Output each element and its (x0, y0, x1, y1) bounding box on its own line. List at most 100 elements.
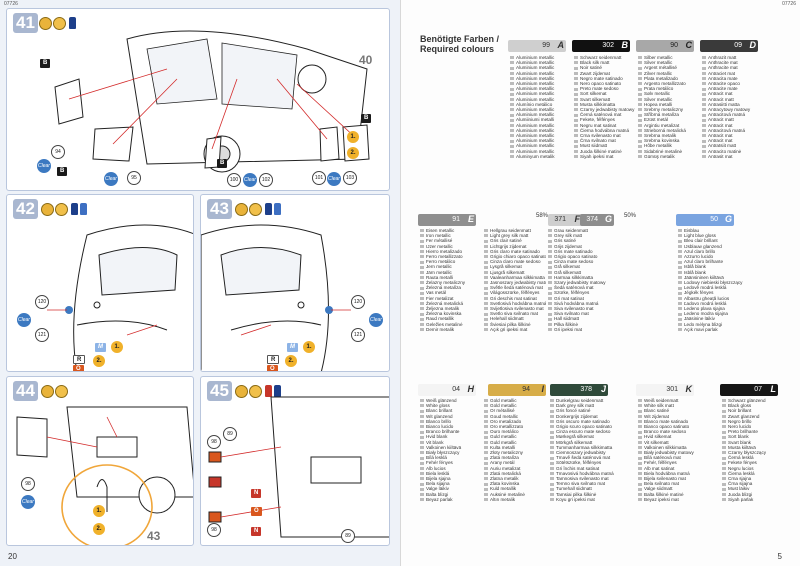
paint-name: Zilver metallic (638, 71, 716, 76)
paint-name: IJzer metallic (420, 244, 498, 249)
paint-name: Bianco opaco satinato (638, 424, 716, 429)
step-number: 43 (207, 199, 232, 219)
paint-name: Rauta metalli (420, 275, 498, 280)
clear-glue-icon: Clear (243, 173, 257, 187)
paint-name: Sivá hodvábna matná (548, 301, 610, 306)
paint-name: Světle šedá saténová mat (484, 285, 546, 290)
paint-code: 94 (522, 386, 530, 393)
paint-name: Anthrazit matt (702, 55, 780, 60)
paint-name: Harmaa silkkimatta (548, 275, 610, 280)
paint-name: Biały jedwabisty matowy (638, 450, 716, 455)
paint-name: Geležies metalinė (420, 322, 498, 327)
step-44-drawing (16, 406, 193, 545)
paint-letter: F (574, 214, 581, 224)
paint-name: Cinza escuro mate sedoso (550, 429, 628, 434)
paint-name: Antrasiitti matta (702, 102, 780, 107)
paint-name: Biela hodvábna matná (638, 471, 716, 476)
paint-name: Aluminium metallic (510, 112, 588, 117)
paint-name: Branco brilhante (420, 429, 498, 434)
paint-name: Gris foncé satiné (550, 408, 628, 413)
paint-name: Antracito matinė (702, 149, 780, 154)
paint-name: Aluminium metallic (510, 149, 588, 154)
paint-name: Hopea metalli (638, 102, 716, 107)
paint-name: Ljusgrå silkematt (484, 270, 546, 275)
glue-icon (235, 385, 248, 398)
paint-name: Gümüş metalik (638, 154, 716, 159)
clear-glue-icon: Clear (21, 495, 35, 509)
paint-name: Vas metál (420, 290, 498, 295)
paint-code: 301 (666, 386, 678, 393)
part-callout: 101 (312, 171, 326, 185)
paint-name: Blanco brillo (420, 419, 498, 424)
clear-glue-icon: Clear (37, 159, 51, 173)
paint-code: 04 (452, 386, 460, 393)
paint-letter: B (621, 40, 629, 50)
paint-name: Noir satiné (574, 65, 652, 70)
part-callout: 102 (259, 173, 273, 187)
paint-code-tag: N (251, 527, 262, 536)
paint-name: Żelazny metaliczny (420, 280, 498, 285)
paint-name: Ledově modrá lesklá (678, 285, 756, 290)
paint-name: Antracit mat (702, 133, 780, 138)
paint-name: Zlatá metalická (484, 471, 562, 476)
paint-code-tag: O (251, 507, 262, 516)
paint-letter: A (557, 40, 565, 50)
paint-name: Juoda blizgi (722, 492, 800, 497)
paint-name: Silver metallic (638, 60, 716, 65)
paint-name: Auriu metalizat (484, 466, 562, 471)
step-number: 41 (13, 13, 38, 33)
paint-name: Zlatna metalik (484, 476, 562, 481)
paint-name: Černá lesklá (722, 455, 800, 460)
paint-name: Wit zijdemat (638, 414, 716, 419)
sequence-marker: 2. (93, 523, 105, 535)
brush-icon (249, 385, 262, 398)
paint-name: Šviesiai pilka šilkinė (484, 322, 546, 327)
part-callout: 121 (351, 328, 365, 342)
paint-name: Stříbrná metalíza (638, 112, 716, 117)
paint-name: Nero lucido (722, 424, 800, 429)
paint-name: Negro brillo (722, 419, 800, 424)
step-42-drawing (47, 224, 193, 371)
paint-name: Azzurro lucido (678, 254, 756, 259)
paint-name: Aluminium metallic (510, 128, 588, 133)
paint-name: Svetlosivá hodvábna matná (484, 301, 546, 306)
paint-name: Beyaz ipeksi mat (638, 497, 716, 502)
paint-name: Prata metálico (638, 86, 716, 91)
paint-name: Antracitová matná (702, 112, 780, 117)
paint-name: Železná metalická (420, 301, 498, 306)
paint-name: Bianco lucido (420, 424, 498, 429)
paint-code-tag: R (73, 355, 86, 364)
paint-name: Iron metallic (420, 233, 498, 238)
paint-name: Biały błyszczący (420, 450, 498, 455)
step-42-panel: 42 120 121 Clear M R O 1. 2. (6, 194, 194, 372)
paint-name: Aluminyum metalik (510, 154, 588, 159)
part-callout: 98 (207, 435, 221, 449)
paint-name: Schwarz seidenmatt (574, 55, 652, 60)
paint-name: White gloss (420, 403, 498, 408)
paint-name: Grå silkematt (548, 270, 610, 275)
paint-name: Raud metallik (420, 316, 498, 321)
paint-name: Valge siidmatt (638, 486, 716, 491)
paint-name: Argento metallizzato (638, 81, 716, 86)
paint-name: Isblå blank (678, 264, 756, 269)
paint-name: Blanc brillant (420, 408, 498, 413)
paint-name: Antracit mat (702, 91, 780, 96)
paint-name: Fekete fényes (722, 460, 800, 465)
paint-name: Železná metalíza (420, 285, 498, 290)
colour-chart-title: Benötigte Farben / Required colours (420, 34, 499, 54)
paint-name: Albastru gheață lucios (678, 296, 756, 301)
paint-name: Antracit mat (702, 138, 780, 143)
paint-name: Sort silkemat (574, 91, 652, 96)
paint-name: Hellgrau seidenmatt (484, 228, 546, 233)
paint-name: Sølv metallic (638, 91, 716, 96)
part-callout: 121 (35, 328, 49, 342)
paint-name: Tummanharmaa silkkimatta (550, 445, 628, 450)
paint-bottle-icon (274, 203, 281, 215)
